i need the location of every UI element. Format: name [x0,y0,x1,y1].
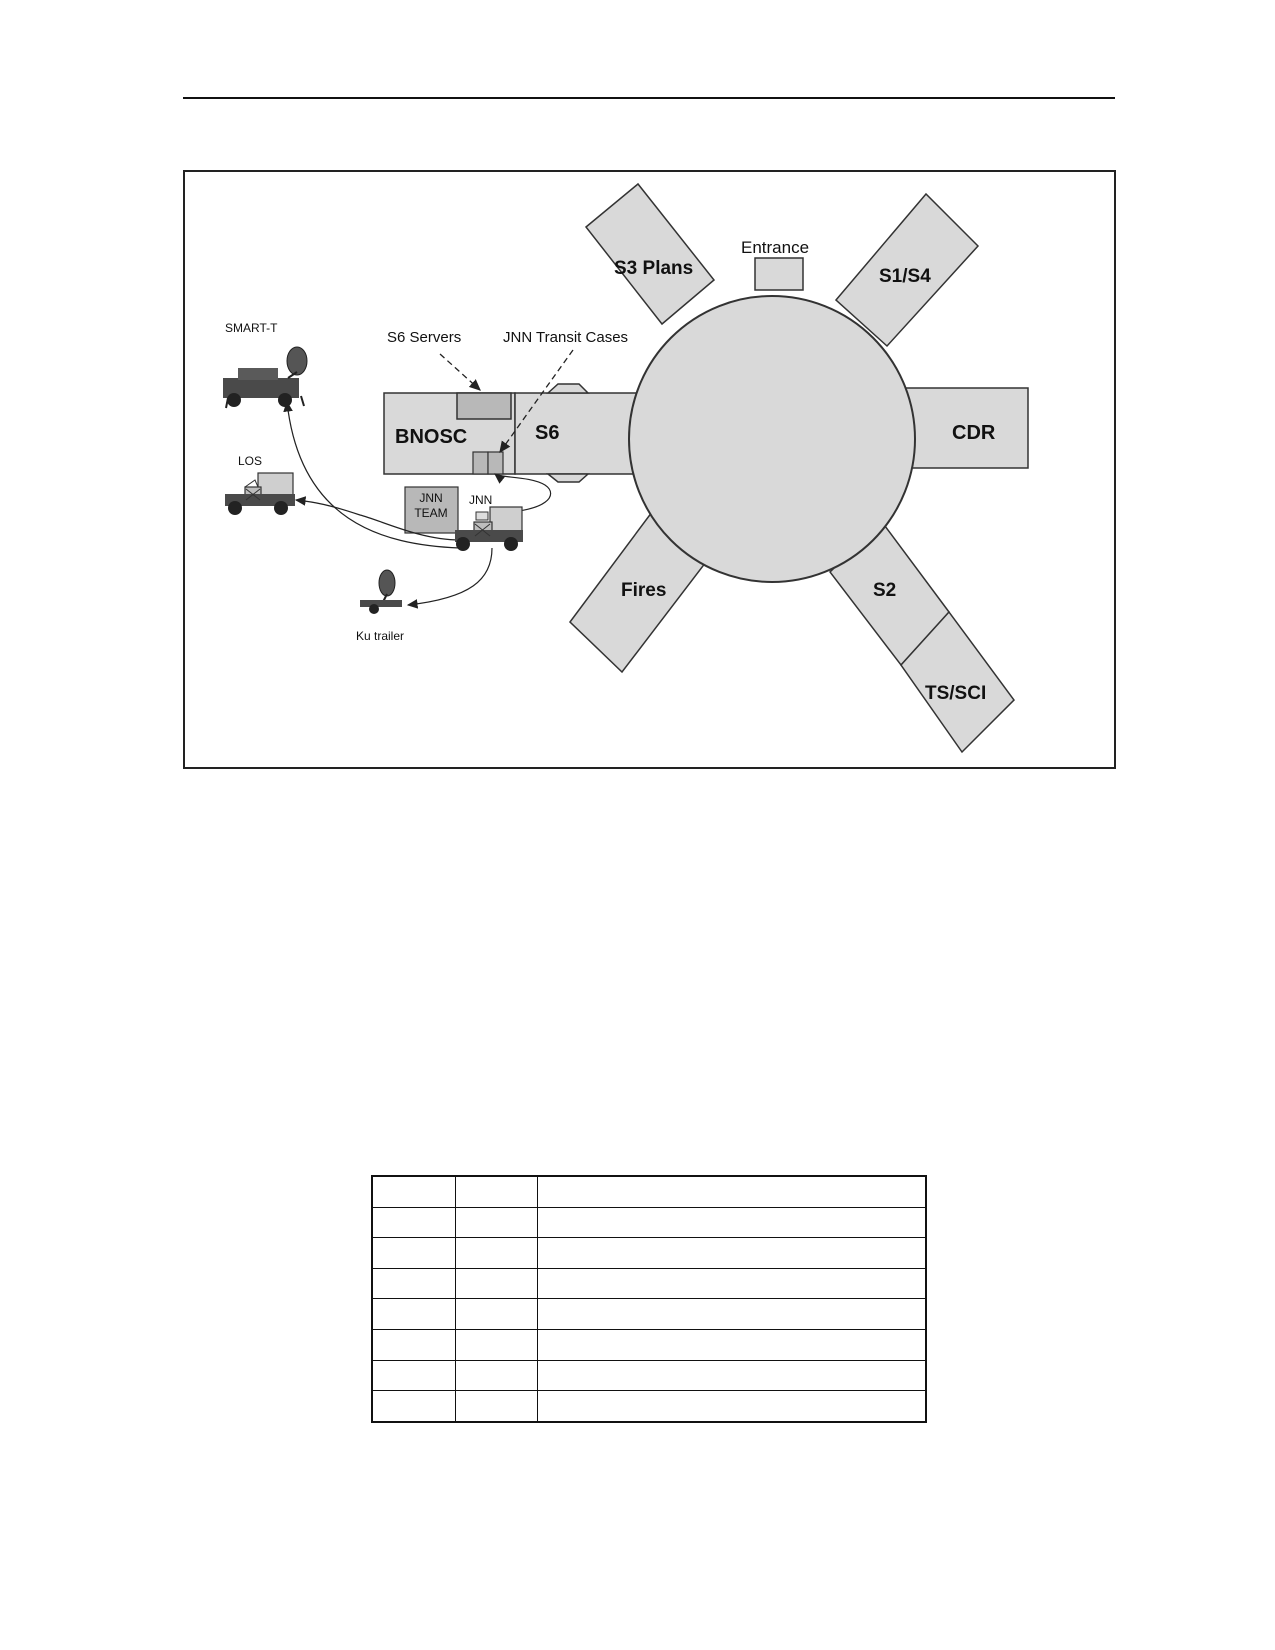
table-row [371,1298,927,1331]
s6-top-tab [546,383,590,394]
transit-case-right [487,451,504,475]
table-cell [371,1175,456,1208]
wing-s3-plans [584,182,716,326]
jnn-team-box [404,486,459,534]
blank-table [371,1175,927,1423]
table-cell [454,1267,538,1300]
entrance-block [754,257,804,291]
table-row [371,1175,927,1208]
table-cell [536,1329,927,1361]
table-cell [536,1359,927,1392]
wing-ts-sci [900,610,1015,754]
jnn-to-los-cable [294,496,461,541]
table-cell [454,1329,538,1361]
s2-label: S2 [873,580,896,601]
s3-plans-label: S3 Plans [614,258,693,279]
central-hub-circle [628,295,916,583]
table-row [371,1359,927,1392]
bnosc-label: BNOSC [395,426,467,448]
s6-servers-label: S6 Servers [387,329,461,346]
table-cell [454,1359,538,1392]
fires-label: Fires [621,580,666,601]
transit-cases-leader [499,349,574,454]
los-label: LOS [238,454,262,468]
smart-t-label: SMART-T [225,321,278,335]
s6-bottom-tab [545,473,590,483]
table-row [371,1206,927,1239]
jnn-team-label-line1: JNN [419,491,442,505]
los-vehicle [225,472,295,515]
table-cell [536,1206,927,1239]
table-cell [371,1329,456,1361]
cdr-label: CDR [952,422,996,444]
table-cell [454,1175,538,1208]
table-row [371,1267,927,1300]
diagram-frame [183,170,1116,769]
jnn-vehicle [455,506,523,551]
s6-servers-leader [439,353,481,391]
s6-label: S6 [535,422,559,444]
wing-cdr [899,387,1029,469]
table-cell [454,1298,538,1331]
table-cell [536,1298,927,1331]
entrance-label: Entrance [741,238,809,257]
jnn-team-label-line2: TEAM [414,506,447,520]
table-cell [536,1237,927,1269]
transit-case-left [472,451,489,475]
table-cell [454,1237,538,1269]
ku-trailer [360,569,402,614]
top-rule [183,97,1115,99]
ts-sci-label: TS/SCI [925,683,986,704]
s1-s4-label: S1/S4 [879,266,931,287]
jnn-transit-cases-label: JNN Transit Cases [503,329,628,346]
table-cell [371,1390,456,1423]
ku-trailer-label: Ku trailer [356,629,404,643]
table-row [371,1390,927,1423]
table-row [371,1237,927,1269]
jnn-to-smart-t-cable [283,400,461,549]
table-cell [371,1206,456,1239]
table-cell [454,1206,538,1239]
s6-servers-box [456,392,512,420]
table-row [371,1329,927,1361]
wing-s1-s4 [834,192,980,348]
table-cell [371,1298,456,1331]
table-cell [371,1359,456,1392]
table-cell [371,1237,456,1269]
jnn-label: JNN [469,493,492,507]
smart-t-vehicle [223,346,308,409]
jnn-to-transit-cable [494,473,552,513]
table-cell [536,1390,927,1423]
jnn-to-ku-cable [406,547,493,609]
table-cell [536,1267,927,1300]
table-cell [371,1267,456,1300]
table-cell [454,1390,538,1423]
table-cell [536,1175,927,1208]
